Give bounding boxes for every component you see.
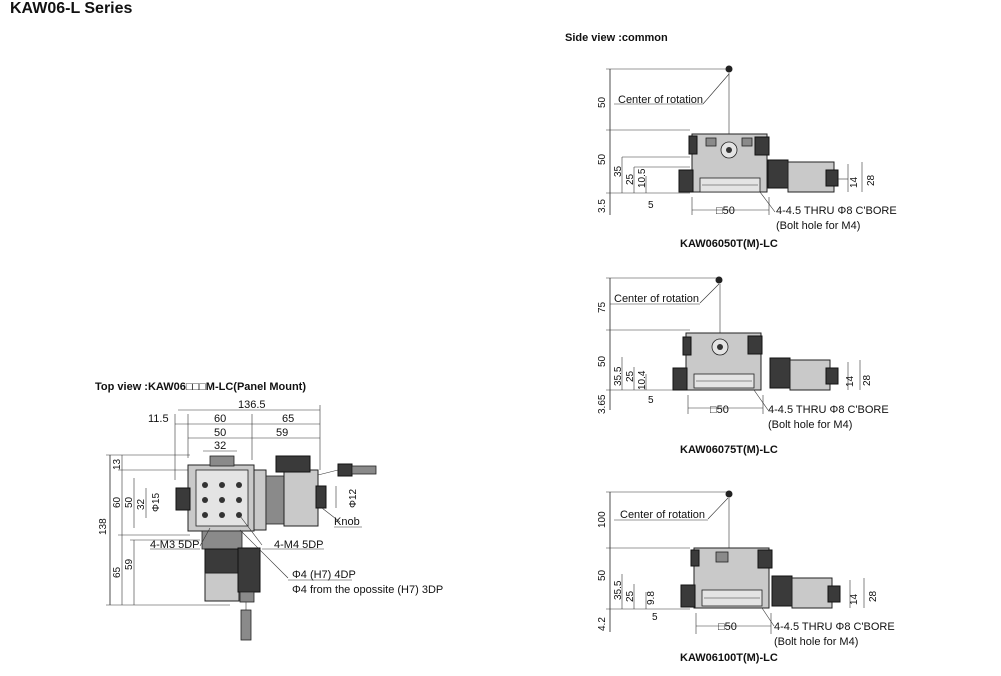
phi4-label-1: Φ4 (H7) 4DP (292, 569, 356, 581)
dim-65-top: 65 (282, 413, 294, 425)
square-label-100: □50 (718, 621, 737, 633)
square-label-050: □50 (716, 205, 735, 217)
dim-136-5: 136.5 (238, 399, 266, 411)
dim-d25-075: 25 (625, 370, 636, 382)
bolt-note1-100: 4-4.5 THRU Φ8 C'BORE (774, 621, 895, 633)
dim-65-left: 65 (112, 566, 123, 578)
dim-d35-050: 35 (613, 165, 624, 177)
dim-d25-100: 25 (625, 590, 636, 602)
dim-top-075: 75 (597, 301, 608, 313)
dim-height-100: 50 (597, 569, 608, 581)
dim-small-075: 10.4 (637, 370, 648, 390)
motor-dim14-050: 14 (849, 176, 860, 188)
bolt-note2-075: (Bolt hole for M4) (768, 419, 852, 431)
side-view-100: Center of rotation 100 50 4.2 35.5 25 9.… (597, 490, 895, 648)
dim-bottom-075: 3.65 (597, 394, 608, 414)
dim-height-075: 50 (597, 355, 608, 367)
dim-59-left: 59 (124, 558, 135, 570)
dim-phi12: Φ12 (348, 488, 359, 508)
dim-bottom-100: 4.2 (597, 617, 608, 631)
dim-138: 138 (98, 518, 109, 535)
dim-d35-100: 35.5 (613, 580, 624, 600)
dim-small-100: 9.8 (646, 591, 657, 605)
dim-d5-100: 5 (652, 612, 658, 623)
dim-d5-050: 5 (648, 200, 654, 211)
m4-label: 4-M4 5DP (274, 539, 324, 551)
dim-phi15: Φ15 (151, 492, 162, 512)
dim-small-050: 10.5 (637, 168, 648, 188)
dim-60-top: 60 (214, 413, 226, 425)
side-view-caption-100: KAW06100T(M)-LC (680, 652, 778, 664)
center-label-050: Center of rotation (618, 94, 703, 106)
dim-59-top: 59 (276, 427, 288, 439)
dim-13: 13 (112, 458, 123, 470)
top-view: 136.5 11.5 60 65 50 59 32 138 13 60 50 3… (98, 399, 443, 641)
side-view-075: Center of rotation 75 50 3.65 35.5 25 10… (597, 276, 889, 431)
bolt-note1-050: 4-4.5 THRU Φ8 C'BORE (776, 205, 897, 217)
top-view-heading: Top view :KAW06□□□M-LC(Panel Mount) (95, 381, 306, 393)
bolt-note2-100: (Bolt hole for M4) (774, 636, 858, 648)
dim-height-050: 50 (597, 153, 608, 165)
bolt-note2-050: (Bolt hole for M4) (776, 220, 860, 232)
dim-50-top: 50 (214, 427, 226, 439)
motor-dim28-075: 28 (862, 374, 873, 386)
center-label-075: Center of rotation (614, 293, 699, 305)
bolt-note1-075: 4-4.5 THRU Φ8 C'BORE (768, 404, 889, 416)
dim-top-100: 100 (597, 511, 608, 528)
motor-dim28-100: 28 (868, 590, 879, 602)
m3-label: 4-M3 5DP (150, 539, 200, 551)
dim-60-left: 60 (112, 496, 123, 508)
dim-d5-075: 5 (648, 395, 654, 406)
motor-dim14-075: 14 (845, 375, 856, 387)
dim-32-top: 32 (214, 440, 226, 452)
square-label-075: □50 (710, 404, 729, 416)
side-view-heading: Side view :common (565, 32, 668, 44)
side-view-caption-075: KAW06075T(M)-LC (680, 444, 778, 456)
center-label-100: Center of rotation (620, 509, 705, 521)
dim-d25-050: 25 (625, 173, 636, 185)
knob-label: Knob (334, 516, 360, 528)
phi4-label-2: Φ4 from the opossite (H7) 3DP (292, 584, 443, 596)
dim-bottom-050: 3.5 (597, 199, 608, 213)
page-title: KAW06-L Series (10, 0, 133, 17)
motor-dim14-100: 14 (849, 593, 860, 605)
dim-11-5: 11.5 (148, 413, 169, 425)
motor-dim28-050: 28 (866, 174, 877, 186)
side-view-050: Center of rotation 50 50 3.5 35 25 10.5 … (597, 65, 897, 232)
dim-top-050: 50 (597, 96, 608, 108)
dim-d35-075: 35.5 (613, 366, 624, 386)
side-view-caption-050: KAW06050T(M)-LC (680, 238, 778, 250)
dim-50-left: 50 (124, 496, 135, 508)
dim-32-left: 32 (136, 498, 147, 510)
